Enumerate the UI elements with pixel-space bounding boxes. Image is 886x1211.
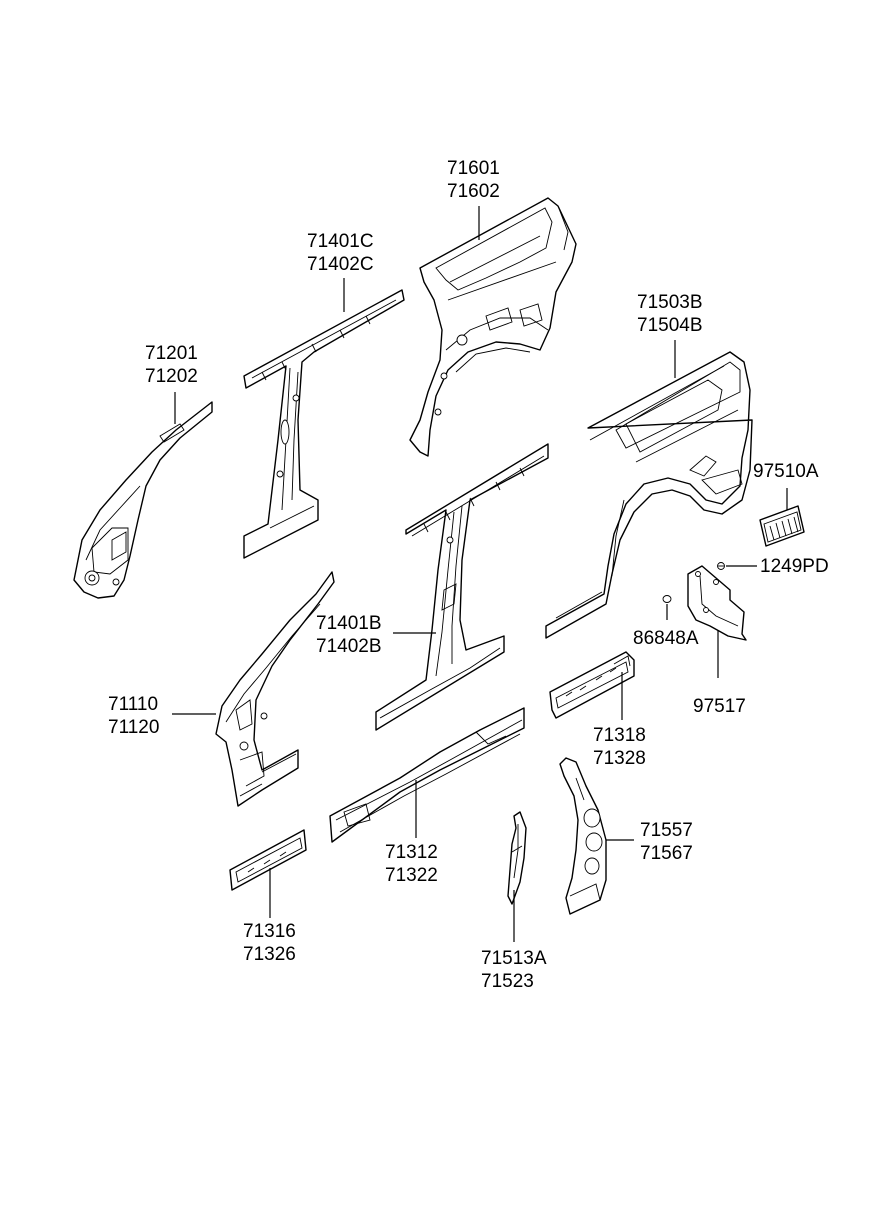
part-pillar-reinforcement[interactable] bbox=[507, 811, 527, 905]
callout-1249pd: 1249PD bbox=[760, 556, 829, 577]
part-side-sill[interactable] bbox=[329, 707, 525, 843]
callout-97517: 97517 bbox=[693, 696, 746, 717]
part-center-pillar-reinforcement[interactable] bbox=[243, 289, 405, 559]
part-sill-reinforcement-front[interactable] bbox=[229, 829, 307, 891]
part-air-extractor-bracket[interactable] bbox=[687, 565, 747, 641]
part-front-pillar-outer[interactable] bbox=[215, 571, 335, 807]
part-vent-grille[interactable] bbox=[759, 505, 805, 547]
part-clip[interactable] bbox=[662, 595, 672, 603]
part-screw[interactable] bbox=[717, 562, 725, 570]
callout-97510a: 97510A bbox=[753, 461, 819, 482]
part-sill-reinforcement-rear[interactable] bbox=[549, 651, 635, 719]
leader-lines bbox=[172, 206, 788, 942]
part-quarter-outer-panel[interactable] bbox=[545, 351, 753, 639]
part-quarter-inner-upper[interactable] bbox=[409, 197, 577, 457]
part-rear-pillar-inner[interactable] bbox=[559, 757, 607, 915]
callout-86848a: 86848A bbox=[633, 628, 699, 649]
part-center-pillar-outer[interactable] bbox=[375, 443, 549, 731]
part-front-pillar-inner[interactable] bbox=[73, 401, 213, 599]
